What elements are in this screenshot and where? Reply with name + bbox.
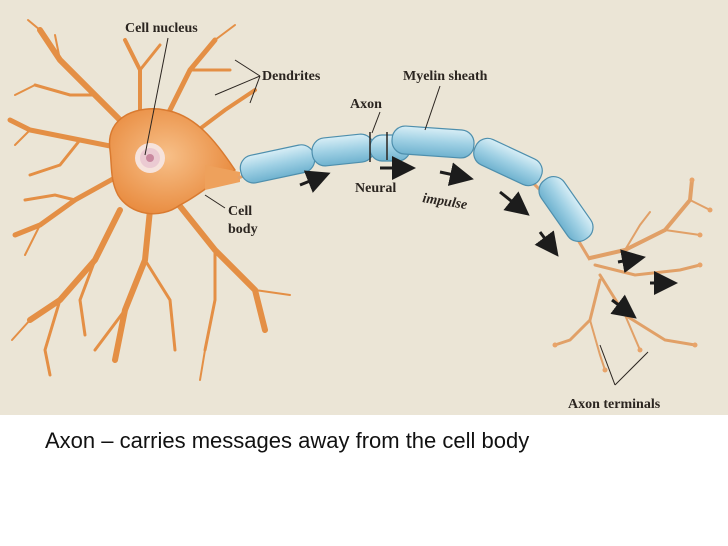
label-dendrites: Dendrites <box>262 69 321 84</box>
leader-lines <box>144 37 649 386</box>
label-cell-body-line2: body <box>228 222 258 237</box>
axon-segment-marks <box>369 132 388 162</box>
label-myelin-sheath: Myelin sheath <box>403 69 488 84</box>
label-neural: Neural <box>355 181 396 196</box>
label-cell-body-line1: Cell <box>228 204 252 219</box>
label-axon: Axon <box>350 97 382 112</box>
neuron-illustration: Cell nucleus Dendrites Myelin sheath Axo… <box>7 19 713 412</box>
cell-body <box>108 108 237 215</box>
myelin-sheaths <box>239 125 594 243</box>
axon-terminals <box>553 178 711 371</box>
label-cell-nucleus: Cell nucleus <box>125 21 198 36</box>
label-impulse: impulse <box>421 191 468 213</box>
label-axon-terminals: Axon terminals <box>568 397 661 412</box>
neuron-diagram: Cell nucleus Dendrites Myelin sheath Axo… <box>0 0 728 415</box>
terminal-buttons <box>552 177 713 373</box>
slide-caption: Axon – carries messages away from the ce… <box>45 428 530 453</box>
impulse-arrows <box>299 156 678 319</box>
nucleus <box>135 143 165 173</box>
dendrites <box>7 19 291 381</box>
